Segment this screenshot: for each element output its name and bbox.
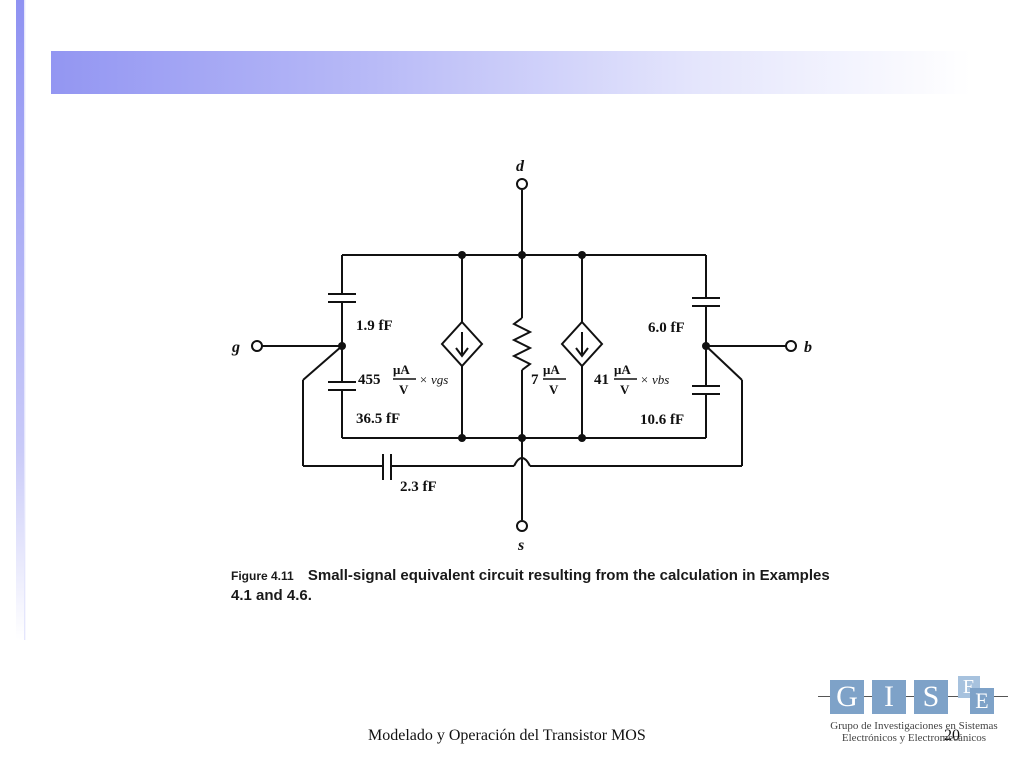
junction-dot — [338, 342, 346, 350]
gm-arrow-head — [455, 347, 469, 358]
drain-label: d — [516, 158, 525, 175]
csb-label: 10.6 fF — [640, 412, 684, 428]
gm-coefficient: 455 — [358, 372, 381, 388]
logo-subtitle-line1: Grupo de Investigaciones en Sistemas — [830, 720, 998, 732]
logo-letter-i: I — [872, 680, 906, 714]
junction-dot — [518, 434, 526, 442]
junction-dot — [702, 342, 710, 350]
left-accent-gradient — [16, 0, 24, 640]
cgd-label: 1.9 fF — [356, 318, 393, 334]
gm-unit-den: V — [399, 382, 409, 397]
gmb-unit-num: μA — [614, 362, 631, 377]
page-number: 20 — [944, 727, 960, 744]
cgs-label: 36.5 fF — [356, 411, 400, 427]
junction-dot — [578, 434, 586, 442]
giseE-logo: G I S E E Grupo de Investigaciones en Si… — [818, 676, 1008, 748]
cdb-label: 6.0 fF — [648, 320, 685, 336]
drain-terminal — [516, 178, 528, 190]
ro-unit-num: μA — [543, 362, 560, 377]
logo-subtitle-line2: Electrónicos y Electromecánicos — [841, 732, 987, 744]
ro-unit-den: V — [549, 382, 559, 397]
logo-rule — [818, 696, 1008, 697]
figure-caption: Figure 4.11 Small-signal equivalent circ… — [231, 566, 831, 605]
ro-coefficient: 7 — [531, 372, 539, 388]
circuit-figure: d g b s 1.9 fF 36.5 fF 6.0 fF 10.6 fF 2.… — [200, 150, 840, 620]
gate-terminal — [251, 340, 263, 352]
title-band — [51, 51, 971, 94]
cgb-label: 2.3 fF — [400, 479, 437, 495]
logo-letter-g: G — [830, 680, 864, 714]
figure-number: Figure 4.11 — [231, 569, 294, 583]
caption-text: Small-signal equivalent circuit resultin… — [231, 567, 830, 604]
logo-letter-ee: E E — [958, 676, 994, 714]
gmb-arrow-head — [575, 347, 589, 358]
logo-letter-s: S — [914, 680, 948, 714]
source-label: s — [517, 537, 524, 554]
gmb-coefficient: 41 — [594, 372, 609, 388]
logo-letter-e2: E — [970, 688, 994, 714]
junction-dot — [458, 251, 466, 259]
junction-dot — [518, 251, 526, 259]
output-resistor — [511, 317, 533, 371]
junction-dot — [458, 434, 466, 442]
gm-unit-num: μA — [393, 362, 410, 377]
logo-subtitle: Grupo de Investigaciones en Sistemas Ele… — [820, 720, 1008, 744]
bulk-label: b — [804, 339, 812, 356]
bulk-terminal — [785, 340, 797, 352]
source-terminal — [516, 520, 528, 532]
junction-dot — [578, 251, 586, 259]
slide-footer-title: Modelado y Operación del Transistor MOS — [368, 727, 646, 744]
gmb-unit-den: V — [620, 382, 630, 397]
gate-label: g — [231, 339, 240, 356]
small-signal-circuit: d g b s 1.9 fF 36.5 fF 6.0 fF 10.6 fF 2.… — [231, 158, 812, 554]
gm-multiplier: × vgs — [419, 372, 448, 387]
gmb-multiplier: × vbs — [640, 372, 669, 387]
